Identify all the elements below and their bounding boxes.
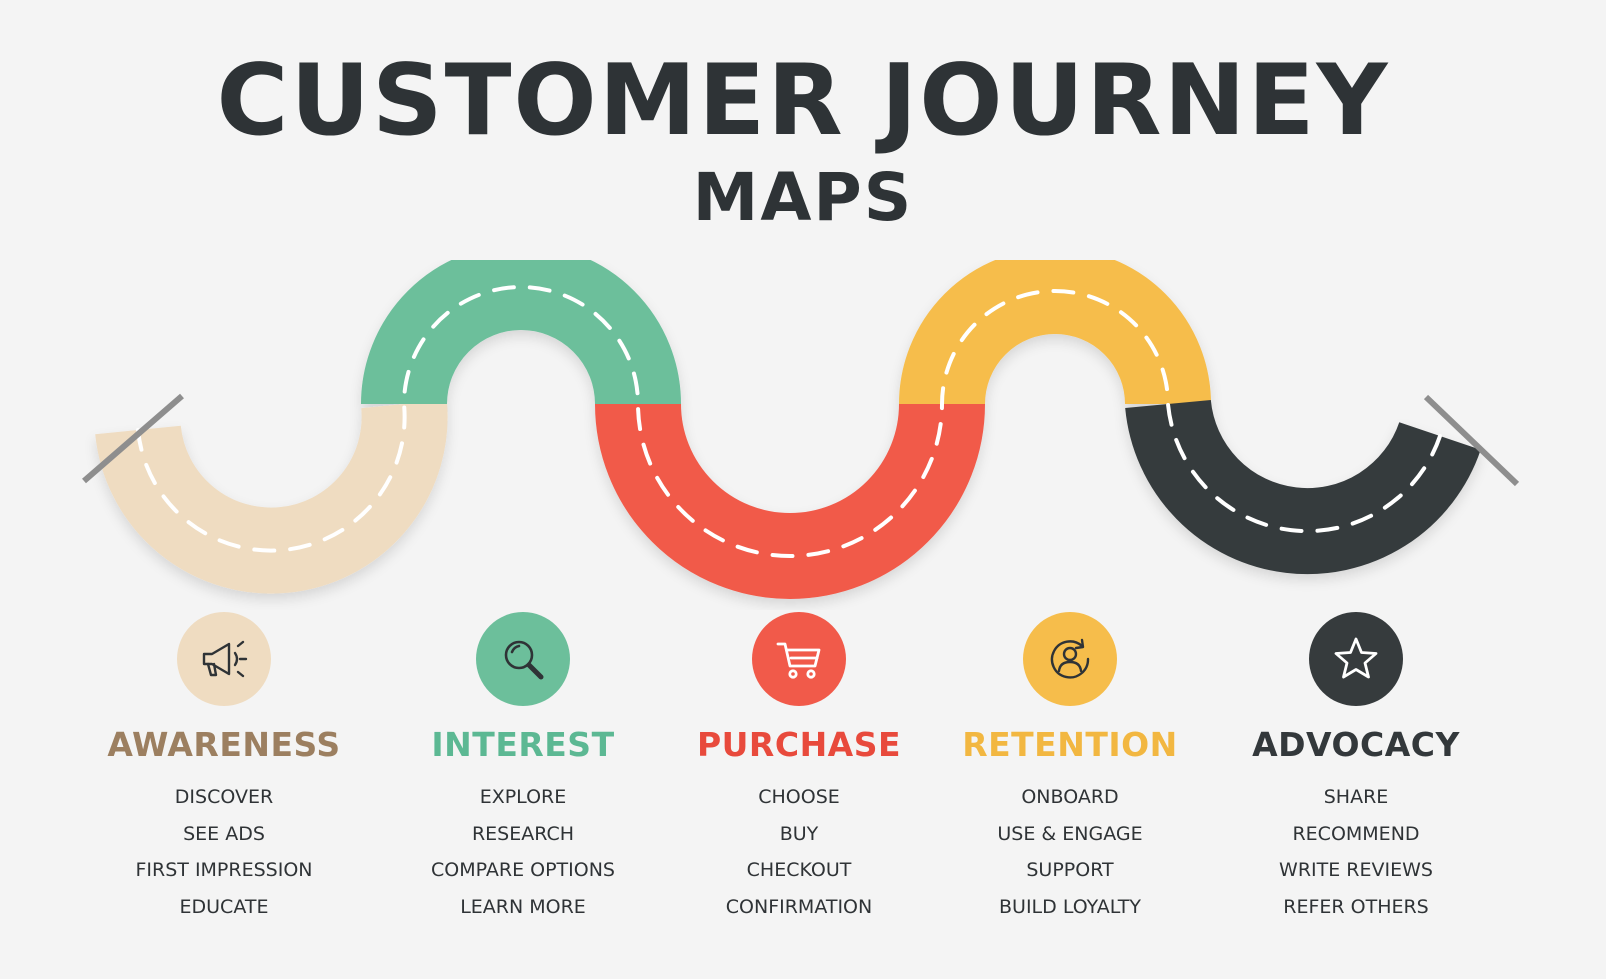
star-icon (1309, 612, 1403, 706)
list-item: FIRST IMPRESSION (135, 859, 313, 881)
road-segment-retention (899, 248, 1211, 406)
list-item: BUY (779, 822, 819, 845)
stage-name: AWARENESS (107, 725, 341, 764)
page-title: CUSTOMER JOURNEY (216, 44, 1390, 158)
list-item: COMPARE OPTIONS (431, 859, 615, 881)
list-item: EXPLORE (479, 786, 567, 808)
list-item: CONFIRMATION (725, 895, 873, 918)
stage-retention: RETENTION ONBOARD USE & ENGAGE SUPPORT B… (930, 612, 1210, 925)
megaphone-icon (177, 612, 271, 706)
stage-interest: INTEREST EXPLORE RESEARCH COMPARE OPTION… (383, 612, 663, 925)
road-segment-interest (361, 244, 681, 406)
road-end-cap (1423, 394, 1520, 487)
stage-awareness: AWARENESS DISCOVER SEE ADS FIRST IMPRESS… (84, 612, 364, 925)
list-item: REFER OTHERS (1283, 895, 1429, 918)
list-item: CHECKOUT (746, 859, 852, 881)
page-subtitle: MAPS (692, 159, 914, 236)
road-segment-advocacy (1125, 398, 1481, 575)
stage-advocacy: ADVOCACY SHARE RECOMMEND WRITE REVIEWS R… (1216, 612, 1496, 925)
stage-purchase: PURCHASE CHOOSE BUY CHECKOUT CONFIRMATIO… (659, 612, 939, 925)
stage-items-list: SHARE RECOMMEND WRITE REVIEWS REFER OTHE… (1279, 779, 1433, 925)
stage-name: ADVOCACY (1252, 725, 1460, 764)
stage-items-list: EXPLORE RESEARCH COMPARE OPTIONS LEARN M… (431, 779, 615, 925)
stage-name: INTEREST (431, 725, 615, 764)
list-item: EDUCATE (179, 895, 269, 918)
stage-items-list: ONBOARD USE & ENGAGE SUPPORT BUILD LOYAL… (997, 779, 1142, 925)
list-item: CHOOSE (758, 786, 840, 808)
list-item: RECOMMEND (1292, 822, 1420, 845)
road-start-cap (82, 393, 184, 484)
list-item: RESEARCH (471, 822, 575, 845)
list-item: SUPPORT (1026, 859, 1114, 881)
stage-items-list: DISCOVER SEE ADS FIRST IMPRESSION EDUCAT… (136, 779, 313, 925)
stage-name: PURCHASE (696, 725, 902, 764)
stage-items-list: CHOOSE BUY CHECKOUT CONFIRMATION (726, 779, 872, 925)
road-segment-awareness (95, 399, 448, 594)
list-item: WRITE REVIEWS (1279, 859, 1433, 881)
list-item: DISCOVER (174, 786, 274, 808)
stage-name: RETENTION (962, 725, 1178, 764)
list-item: SHARE (1323, 786, 1389, 808)
road-segment-purchase (595, 402, 985, 599)
list-item: LEARN MORE (460, 895, 586, 918)
road-lane-markings (136, 285, 1442, 558)
list-item: USE & ENGAGE (997, 822, 1143, 845)
list-item: SEE ADS (183, 822, 265, 845)
shopping-cart-icon (752, 612, 846, 706)
list-item: BUILD LOYALTY (999, 895, 1141, 918)
user-cycle-icon (1023, 612, 1117, 706)
magnifier-icon (476, 612, 570, 706)
list-item: ONBOARD (1021, 786, 1119, 808)
